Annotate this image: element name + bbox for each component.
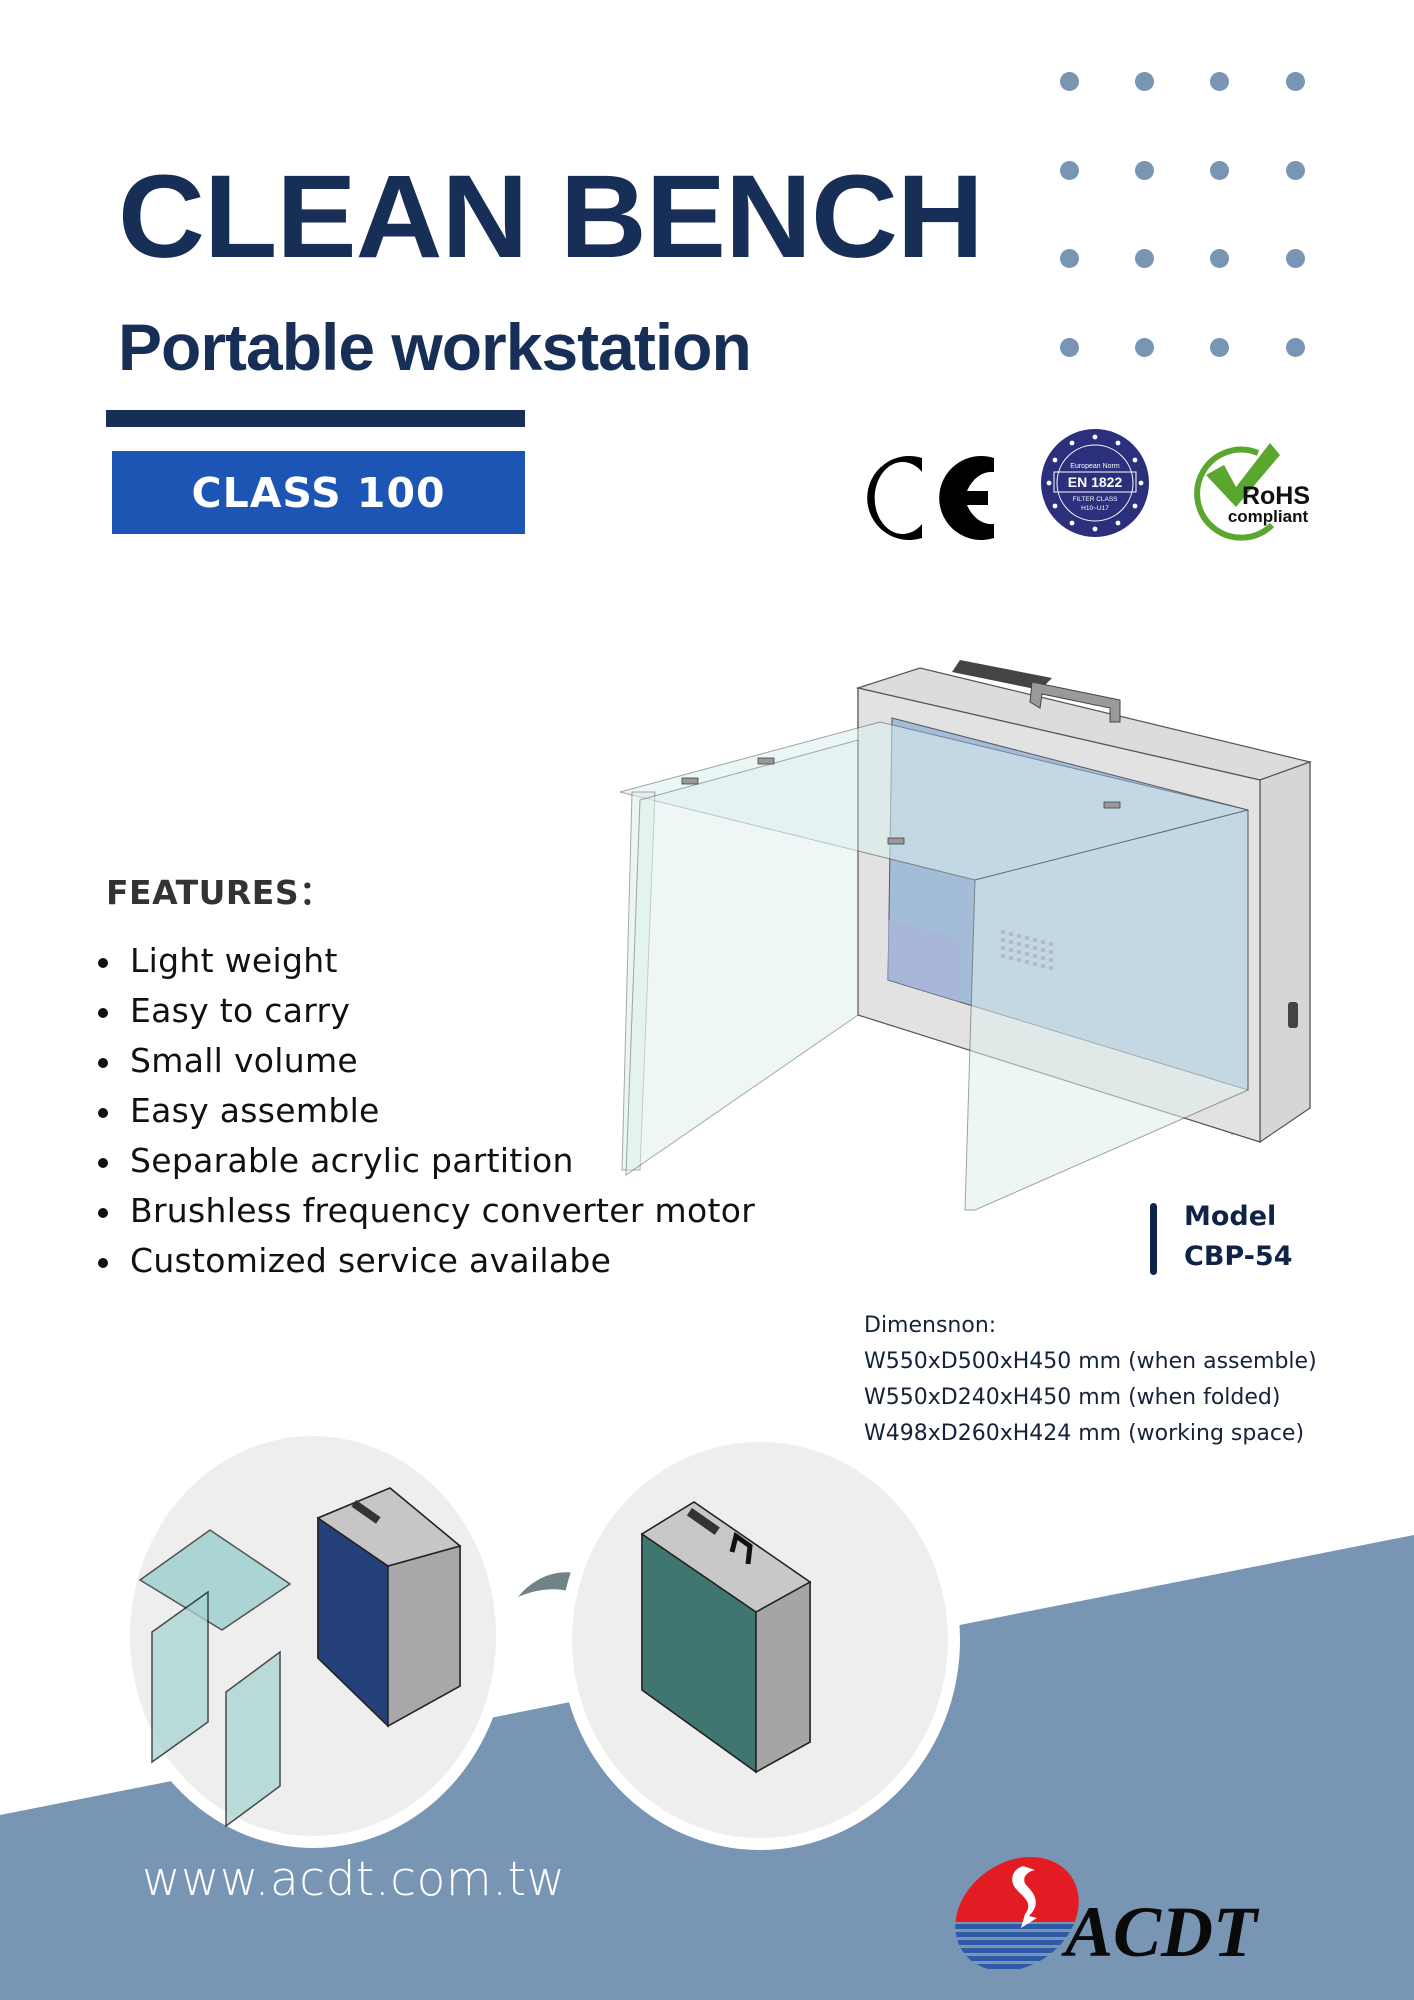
svg-text:RoHS: RoHS	[1242, 482, 1310, 510]
list-item: Light weight	[96, 936, 755, 986]
rohs-compliant-icon: RoHS compliant	[1194, 443, 1310, 541]
en1822-badge-icon: European Norm EN 1822 FILTER CLASS H10~U…	[1041, 429, 1149, 537]
class-badge: CLASS 100	[112, 451, 525, 534]
svg-text:H10~U17: H10~U17	[1081, 505, 1109, 512]
folded-illustration-circle	[560, 1430, 960, 1850]
website-link[interactable]: www.acdt.com.tw	[142, 1852, 566, 1907]
folded-bench-image	[640, 1501, 812, 1774]
model-label: Model	[1184, 1201, 1277, 1232]
dimensions-heading: Dimensnon:	[864, 1313, 997, 1338]
model-accent-bar	[1150, 1203, 1157, 1275]
class-badge-label: CLASS 100	[191, 468, 446, 517]
svg-text:ACDT: ACDT	[1061, 1892, 1260, 1972]
list-item: Customized service availabe	[96, 1236, 755, 1286]
dimension-line: W498xD260xH424 mm (working space)	[864, 1421, 1305, 1446]
list-item: Brushless frequency converter motor	[96, 1186, 755, 1236]
list-item: Separable acrylic partition	[96, 1136, 755, 1186]
disassembled-bench-image	[138, 1487, 462, 1828]
svg-text:FILTER CLASS: FILTER CLASS	[1072, 496, 1118, 503]
model-value: CBP-54	[1184, 1241, 1293, 1272]
clean-bench-product-image	[620, 660, 1313, 1211]
acdt-logo: ACDT	[945, 1852, 1260, 1972]
list-item: Easy to carry	[96, 986, 755, 1036]
ce-mark-icon	[867, 456, 994, 540]
dimension-line: W550xD500xH450 mm (when assemble)	[864, 1349, 1317, 1374]
page-title: CLEAN BENCH	[118, 151, 984, 283]
svg-text:compliant: compliant	[1228, 507, 1309, 526]
dimensions-block: Dimensnon: W550xD500xH450 mm (when assem…	[864, 1308, 1317, 1452]
page-subtitle: Portable workstation	[118, 310, 752, 384]
title-divider	[106, 410, 525, 427]
decorative-dot-grid	[1060, 72, 1320, 362]
svg-text:EN 1822: EN 1822	[1068, 474, 1123, 490]
svg-text:European Norm: European Norm	[1070, 463, 1120, 470]
list-item: Small volume	[96, 1036, 755, 1086]
dimension-line: W550xD240xH450 mm (when folded)	[864, 1385, 1281, 1410]
features-list: Light weight Easy to carry Small volume …	[96, 936, 755, 1286]
assembly-illustration-circle	[118, 1424, 508, 1848]
features-heading: FEATURES：	[106, 873, 333, 912]
list-item: Easy assemble	[96, 1086, 755, 1136]
